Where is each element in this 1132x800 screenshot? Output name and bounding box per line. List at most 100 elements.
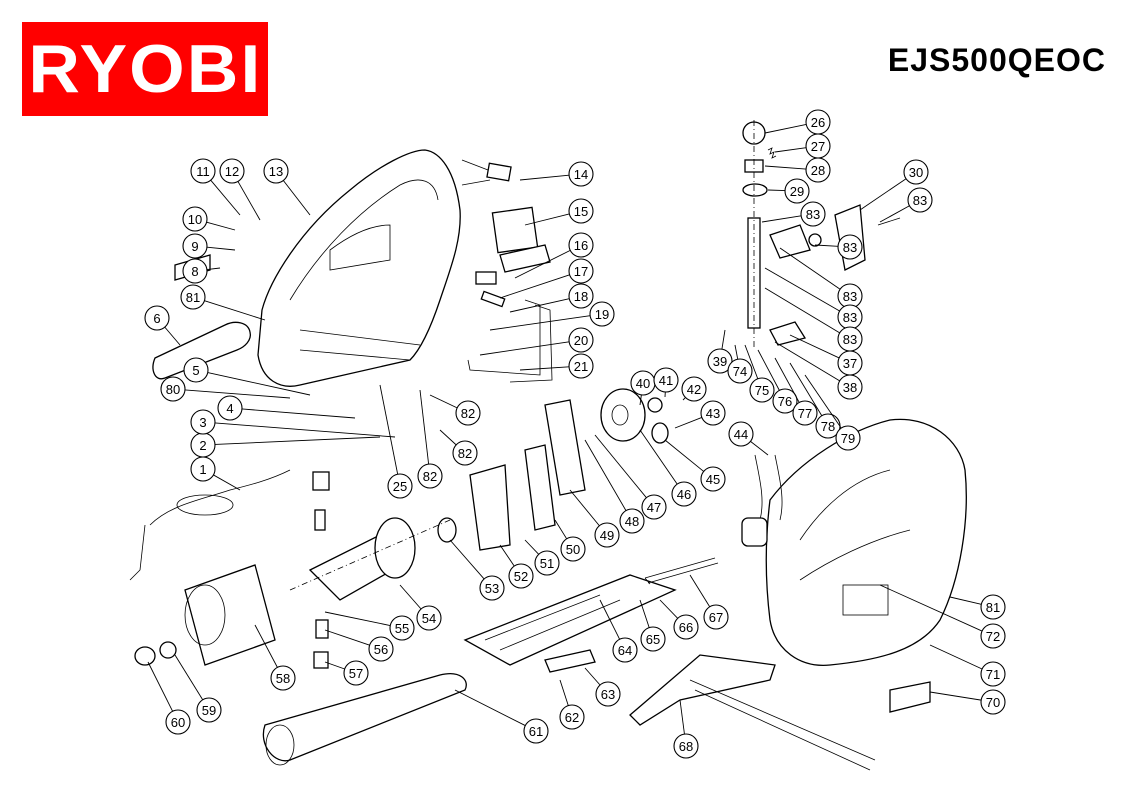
callout-number: 70 [986, 695, 1000, 710]
leader-line [147, 661, 174, 712]
part-callout-61: 61 [454, 689, 549, 744]
callout-circle [190, 158, 216, 184]
part-callout-27: 27 [774, 133, 831, 159]
part-callout-83: 83 [879, 187, 933, 223]
plunger-rod [742, 120, 777, 350]
leader-line [689, 574, 711, 608]
part-callout-49: 49 [569, 489, 620, 548]
part-callout-16: 16 [514, 232, 594, 279]
leader-line [324, 611, 391, 626]
part-callout-67: 67 [689, 574, 729, 630]
leader-line [779, 247, 841, 290]
part-callout-41: 41 [653, 367, 679, 398]
part-callout-38: 38 [774, 341, 863, 400]
part-callout-52: 52 [499, 544, 534, 589]
part-callout-57: 57 [324, 660, 369, 686]
part-callout-48: 48 [584, 439, 645, 534]
callout-number: 11 [196, 164, 210, 179]
leader-line [859, 178, 907, 211]
callout-number: 9 [191, 239, 198, 254]
callout-number: 68 [679, 739, 693, 754]
callout-number: 79 [841, 431, 855, 446]
leader-line [929, 644, 983, 670]
leader-line [764, 165, 807, 170]
callout-circle [160, 376, 186, 402]
callout-circle [417, 463, 443, 489]
leader-line [210, 179, 241, 216]
callout-circle [980, 623, 1006, 649]
callout-number: 82 [458, 446, 472, 461]
leader-line [237, 181, 261, 221]
callout-circle [568, 161, 594, 187]
leader-line [664, 439, 704, 472]
callout-circle [263, 158, 289, 184]
part-callout-75: 75 [744, 344, 775, 403]
callout-circle [619, 508, 645, 534]
callout-number: 27 [811, 139, 825, 154]
part-callout-81: 81 [180, 284, 266, 321]
part-callout-79: 79 [804, 374, 861, 451]
part-callout-56: 56 [324, 629, 394, 662]
callout-number: 72 [986, 629, 1000, 644]
leader-line [879, 205, 910, 223]
part-callout-20: 20 [479, 327, 594, 356]
part-callout-9: 9 [182, 233, 236, 259]
part-callout-83: 83 [779, 247, 863, 309]
leader-line [764, 123, 807, 134]
callout-number: 48 [625, 514, 639, 529]
part-callout-11: 11 [190, 158, 241, 216]
callout-circle [568, 283, 594, 309]
callout-circle [727, 358, 753, 384]
leader-line [764, 287, 840, 334]
callout-circle [700, 466, 726, 492]
callout-number: 83 [806, 207, 820, 222]
callout-number: 76 [778, 394, 792, 409]
part-callout-45: 45 [664, 439, 726, 492]
callout-number: 28 [811, 163, 825, 178]
leader-line [214, 422, 396, 438]
callout-circle [389, 615, 415, 641]
callout-circle [180, 284, 206, 310]
part-callout-37: 37 [789, 334, 863, 376]
callout-number: 14 [574, 167, 588, 182]
leader-line [184, 389, 291, 399]
part-callout-77: 77 [774, 357, 818, 426]
callout-circle [182, 206, 208, 232]
part-callout-53: 53 [449, 539, 505, 601]
callout-circle [594, 522, 620, 548]
callout-number: 5 [192, 363, 199, 378]
leader-line [419, 389, 430, 465]
callout-number: 58 [276, 671, 290, 686]
leader-line [757, 349, 780, 391]
part-callout-2: 2 [190, 432, 381, 458]
dust-extraction-tube-61 [262, 673, 467, 766]
callout-number: 83 [843, 289, 857, 304]
part-callout-25: 25 [379, 384, 413, 499]
callout-number: 49 [600, 528, 614, 543]
switch-assembly [461, 159, 551, 308]
leader-line [514, 249, 571, 279]
brand-wordmark: RYOBI [28, 31, 262, 107]
callout-circle [728, 421, 754, 447]
part-callout-70: 70 [929, 689, 1006, 715]
right-housing-half [765, 418, 967, 666]
gear-plates [437, 399, 586, 551]
callout-number: 63 [601, 687, 615, 702]
callout-number: 62 [565, 710, 579, 725]
callout-number: 20 [574, 333, 588, 348]
callout-number: 47 [647, 500, 661, 515]
part-callout-78: 78 [789, 362, 841, 439]
callout-number: 56 [374, 642, 388, 657]
part-callout-71: 71 [929, 644, 1006, 687]
leader-line [639, 599, 650, 628]
callout-number: 2 [199, 438, 206, 453]
callout-circle [792, 400, 818, 426]
callout-circle [640, 626, 666, 652]
part-callout-62: 62 [559, 679, 585, 730]
callout-number: 42 [687, 382, 701, 397]
leader-line [744, 344, 759, 379]
callout-circle [835, 425, 861, 451]
leader-line [774, 147, 807, 153]
leader-line [789, 334, 840, 359]
